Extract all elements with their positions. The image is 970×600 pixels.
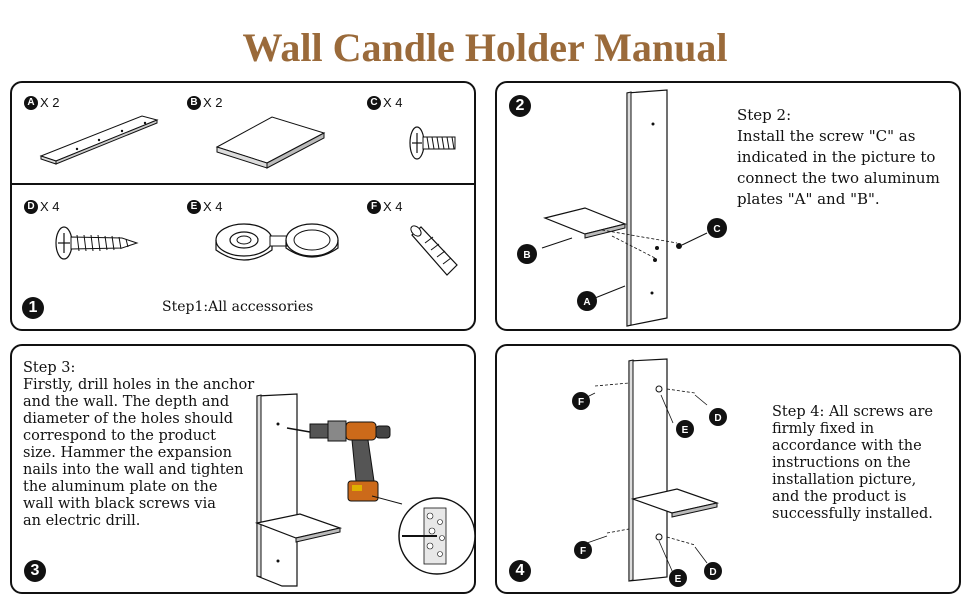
panel-step4: F E D F E D Step 4: All screws are firml… <box>495 344 961 594</box>
step4-installed-diagram: F E D F E D <box>572 358 727 587</box>
panel-step2: 2 C B A Step 2: Install the screw "C" as… <box>495 81 961 331</box>
step2-assembly-diagram: C B A <box>517 89 727 327</box>
step4-callout-d-bottom: D <box>709 567 716 578</box>
step4-callout-f-top: F <box>578 397 584 408</box>
step2-callout-c: C <box>713 224 720 235</box>
step4-callout-f-bottom: F <box>580 546 586 557</box>
long-plate-icon <box>39 115 159 165</box>
step2-callout-a: A <box>583 297 590 308</box>
step4-callout-e-bottom: E <box>675 574 682 585</box>
step1-caption: Step1:All accessories <box>162 299 314 315</box>
step3-number-badge: 3 <box>24 560 46 582</box>
wood-screw-icon <box>55 226 139 260</box>
step4-instructions: Step 4: All screws are firmly fixed in a… <box>772 404 934 522</box>
accessories-divider <box>12 183 474 185</box>
step2-instructions: Step 2: Install the screw "C" as indicat… <box>737 106 940 208</box>
step3-drill-diagram <box>254 393 476 587</box>
square-plate-icon <box>215 116 326 169</box>
step4-number-badge: 4 <box>509 560 531 582</box>
wall-plug-icon <box>410 225 458 276</box>
step2-callout-b: B <box>523 250 530 261</box>
step1-number-badge: 1 <box>22 297 44 319</box>
page-title: Wall Candle Holder Manual <box>242 25 728 70</box>
panel-step3: Step 3: Firstly, drill holes in the anch… <box>10 344 476 594</box>
machine-screw-icon <box>409 126 456 160</box>
step4-callout-e-top: E <box>682 425 689 436</box>
screw-cap-icon <box>215 223 339 261</box>
step4-callout-d-top: D <box>714 413 721 424</box>
step3-instructions: Step 3: Firstly, drill holes in the anch… <box>23 360 255 529</box>
step2-number-badge: 2 <box>509 95 531 117</box>
